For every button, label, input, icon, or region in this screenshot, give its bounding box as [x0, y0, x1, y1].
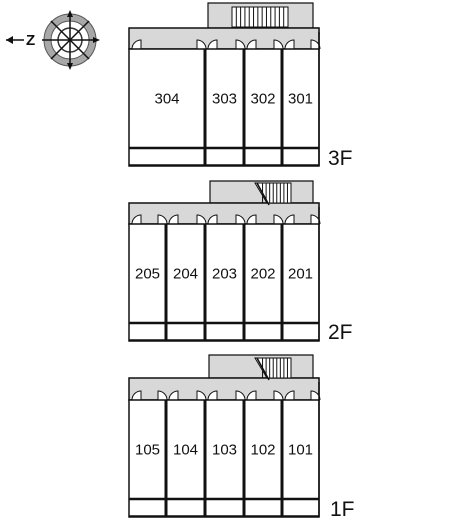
unit-201: 201 [288, 266, 313, 283]
unit-202: 202 [250, 266, 275, 283]
unit-304: 304 [154, 91, 179, 108]
partition-wall [242, 49, 246, 166]
north-arrow-icon [6, 36, 24, 44]
partition-wall [164, 400, 168, 517]
partition-wall [203, 49, 207, 166]
partition-wall [164, 224, 168, 341]
unit-104: 104 [173, 442, 198, 459]
floor-1f: 105 104 103 102 101 1F [128, 354, 355, 521]
partition-wall [203, 400, 207, 517]
unit-302: 302 [250, 91, 275, 108]
compass-north-letter: Z [26, 32, 35, 49]
partition-wall [242, 224, 246, 341]
floors-layer: 304 303 302 301 3F 205 204 203 202 201 2F 105 104 103… [128, 2, 355, 521]
partition-wall [203, 224, 207, 341]
unit-303: 303 [212, 91, 237, 108]
unit-301: 301 [288, 91, 313, 108]
door-swings [131, 390, 321, 401]
floor-label-2f: 2F [328, 321, 353, 344]
unit-204: 204 [173, 266, 198, 283]
staircase-icon [231, 6, 289, 28]
staircase-icon [254, 182, 292, 206]
partition-wall [242, 400, 246, 517]
floor-label-3f: 3F [328, 147, 353, 170]
partition-wall [280, 400, 284, 517]
floor-2f: 205 204 203 202 201 2F [128, 180, 353, 344]
staircase-icon [254, 357, 292, 381]
unit-205: 205 [135, 266, 160, 283]
units-block [128, 48, 320, 167]
unit-203: 203 [212, 266, 237, 283]
units-block [128, 399, 320, 518]
floor-label-1f: 1F [330, 498, 355, 521]
unit-102: 102 [250, 442, 275, 459]
unit-103: 103 [212, 442, 237, 459]
partition-wall [280, 49, 284, 166]
compass-icon [42, 10, 100, 70]
unit-101: 101 [288, 442, 313, 459]
floor-3f: 304 303 302 301 3F [128, 2, 353, 170]
units-block [128, 223, 320, 342]
unit-105: 105 [135, 442, 160, 459]
partition-wall [280, 224, 284, 341]
door-swings [131, 214, 321, 225]
door-swings [131, 39, 321, 50]
